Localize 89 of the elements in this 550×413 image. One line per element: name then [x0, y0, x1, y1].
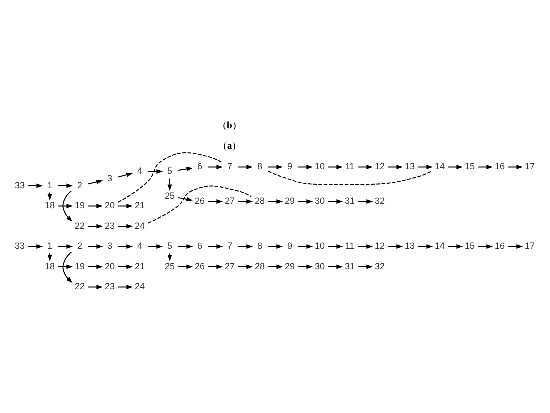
node-text: 3	[107, 173, 113, 184]
node-text: 13	[404, 161, 416, 172]
node-text: 7	[227, 161, 233, 172]
node-text: 23	[104, 220, 116, 230]
node-text: 28	[254, 196, 266, 206]
node-text: 17	[524, 240, 536, 251]
arrow	[62, 190, 73, 222]
node-text: 13	[404, 240, 416, 251]
arrow	[178, 166, 194, 171]
node-text: 25	[164, 260, 176, 271]
node-text: 32	[374, 196, 386, 206]
node-text: 12	[374, 240, 386, 251]
node-text: 12	[374, 161, 386, 172]
node-text: 2	[77, 240, 83, 251]
node-text: 16	[494, 161, 506, 172]
node-text: 27	[224, 260, 236, 271]
arrow	[208, 264, 224, 269]
connector	[268, 170, 432, 184]
node-text: 31	[344, 196, 356, 206]
arrow	[168, 178, 172, 191]
node-text: 25	[164, 190, 176, 200]
arrow	[118, 224, 134, 228]
node-text: 24	[134, 220, 146, 230]
node-text: 30	[314, 260, 326, 271]
node-text: 31	[344, 260, 356, 271]
node-text: 23	[104, 281, 116, 292]
arrow	[58, 183, 74, 188]
node-text: 15	[464, 161, 476, 172]
arrow	[118, 264, 134, 269]
node-text: 21	[134, 260, 146, 271]
node-text: 26	[194, 260, 206, 271]
node-text: 33	[14, 240, 26, 251]
node-text: 32	[374, 260, 386, 271]
node-text: 18	[44, 200, 56, 210]
label: (b)	[223, 120, 236, 132]
node-text: 1	[47, 240, 53, 251]
node-text: 27	[224, 196, 236, 206]
node-text: 28	[254, 260, 266, 271]
arrow	[238, 264, 254, 269]
node-text: 5	[167, 240, 173, 251]
node-text: 9	[287, 240, 293, 251]
node-text: 5	[167, 166, 173, 176]
arrow	[62, 251, 73, 283]
node-text: 33	[14, 180, 26, 190]
arrow	[358, 264, 374, 269]
node-text: 10	[314, 161, 326, 172]
node-text: 19	[74, 260, 86, 271]
node-text: 11	[345, 161, 355, 172]
node-text: 8	[257, 240, 263, 251]
node-text: 21	[134, 200, 146, 210]
arrow	[88, 224, 104, 228]
node-text: 20	[104, 200, 116, 210]
node-text: 29	[284, 196, 296, 206]
node-text: 4	[137, 240, 143, 251]
node-text: 22	[74, 220, 86, 230]
node-text: 26	[194, 196, 206, 206]
node-text: 6	[197, 161, 203, 172]
node-text: 7	[227, 240, 233, 251]
arrow	[268, 264, 284, 269]
node-text: 18	[44, 260, 56, 271]
node-text: 8	[257, 161, 263, 172]
node-text: 14	[434, 240, 446, 251]
node-text: 29	[284, 260, 296, 271]
arrow	[328, 264, 344, 269]
node-text: 30	[314, 196, 326, 206]
node-text: 3	[107, 240, 113, 251]
arrow	[88, 264, 104, 269]
node-text: 24	[134, 281, 146, 292]
node-text: 16	[494, 240, 506, 251]
arrow	[88, 179, 104, 184]
arrow	[118, 172, 134, 178]
node-text: 22	[74, 281, 86, 292]
connector	[148, 185, 252, 224]
node-text: 4	[137, 166, 143, 176]
node-text: 1	[47, 180, 53, 190]
node-text: 6	[197, 240, 203, 251]
arrow	[178, 264, 194, 269]
node-text: 19	[74, 200, 86, 210]
node-text: 17	[524, 161, 536, 172]
node-text: 2	[77, 180, 83, 190]
arrow	[28, 183, 44, 188]
node-text: 11	[345, 240, 355, 251]
node-text: 15	[464, 240, 476, 251]
node-text: 9	[287, 161, 293, 172]
node-text: 20	[104, 260, 116, 271]
label: (a)	[224, 140, 236, 152]
node-text: 10	[314, 240, 326, 251]
node-text: 14	[434, 161, 446, 172]
arrow	[298, 264, 314, 269]
